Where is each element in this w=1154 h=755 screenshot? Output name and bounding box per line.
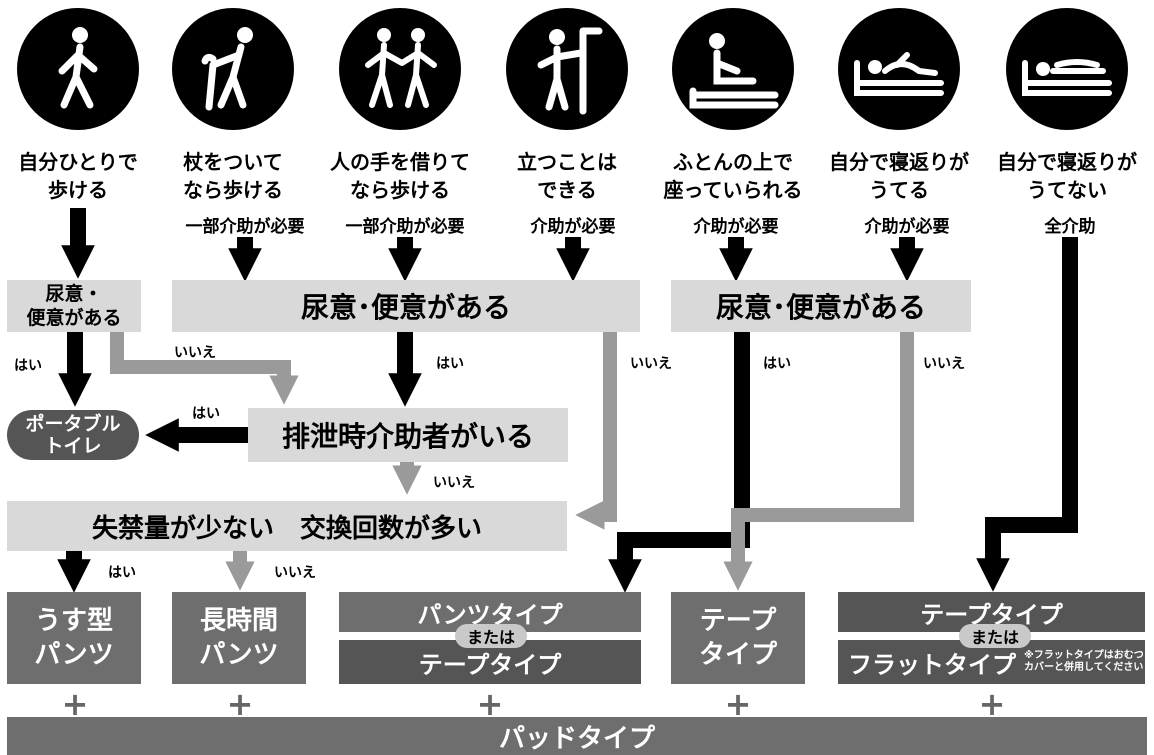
answer-yes-q2: はい: [436, 356, 464, 372]
flat-type-product: フラットタイプ ※フラットタイプはおむつカバーと併用してください: [838, 640, 1145, 684]
arrow-q1-no: [110, 332, 299, 405]
answer-no-q3: いいえ: [923, 356, 965, 372]
plus-1: +: [61, 685, 89, 723]
portable-toilet-result: ポータブルトイレ: [7, 410, 139, 460]
answer-no-q2: いいえ: [630, 356, 672, 372]
caption-4: 立つことはできる: [517, 150, 617, 202]
plus-4: +: [724, 685, 752, 723]
walking-person-icon: [17, 8, 139, 130]
caption-2: 杖をついてなら歩ける: [183, 150, 283, 202]
caption-5: ふとんの上で座っていられる: [663, 150, 803, 202]
arrow-q3-no: [723, 332, 914, 591]
walking-cane-icon: [172, 8, 294, 130]
arrow-q2-no: [575, 332, 617, 530]
question-urge-aware-2: 尿意･便意がある: [172, 280, 640, 332]
or-pill-2: または: [959, 624, 1031, 648]
arrow-fig7: [976, 237, 1078, 592]
plus-3: +: [476, 685, 504, 723]
tape-type-product: テープタイプ: [671, 592, 805, 684]
question-urge-aware-3: 尿意･便意がある: [671, 280, 971, 332]
long-hours-pants-product: 長時間パンツ: [172, 592, 306, 684]
or-pill-1: または: [455, 624, 527, 648]
pad-type-product: パッドタイプ: [7, 717, 1147, 755]
plus-2: +: [226, 685, 254, 723]
sitting-on-futon-icon: [672, 8, 794, 130]
answer-yes-q4: はい: [192, 406, 220, 422]
question-caregiver-present: 排泄時介助者がいる: [248, 408, 568, 462]
answer-yes-q5: はい: [108, 565, 136, 581]
answer-no-q4: いいえ: [433, 475, 475, 491]
question-urge-aware-1: 尿意・便意がある: [7, 280, 141, 332]
flat-type-label: フラットタイプ: [848, 650, 1016, 679]
standing-support-icon: [506, 8, 628, 130]
care-level-3: 一部介助が必要: [345, 217, 465, 237]
caption-7: 自分で寝返りがうてない: [997, 150, 1137, 202]
care-level-6: 介助が必要: [864, 217, 950, 237]
turning-in-bed-icon: [838, 8, 960, 130]
question-low-volume-frequent-change: 失禁量が少ない 交換回数が多い: [7, 501, 567, 551]
assisted-walking-icon: [339, 8, 461, 130]
caption-1: 自分ひとりで歩ける: [18, 150, 138, 202]
care-level-4: 介助が必要: [530, 217, 616, 237]
care-level-5: 介助が必要: [693, 217, 779, 237]
plus-5: +: [978, 685, 1006, 723]
lying-in-bed-icon: [1006, 8, 1128, 130]
care-level-7: 全介助: [1044, 217, 1096, 237]
arrow-q3-yes: [608, 332, 750, 593]
answer-no-q5: いいえ: [274, 565, 316, 581]
caption-6: 自分で寝返りがうてる: [829, 150, 969, 202]
answer-yes-q1: はい: [14, 358, 42, 374]
answer-yes-q3: はい: [763, 356, 791, 372]
answer-no-q1: いいえ: [174, 345, 216, 361]
care-level-2: 一部介助が必要: [185, 217, 305, 237]
thin-pants-product: うす型パンツ: [7, 592, 141, 684]
caption-3: 人の手を借りてなら歩ける: [330, 150, 470, 202]
flat-type-note: ※フラットタイプはおむつカバーと併用してください: [1024, 650, 1144, 673]
